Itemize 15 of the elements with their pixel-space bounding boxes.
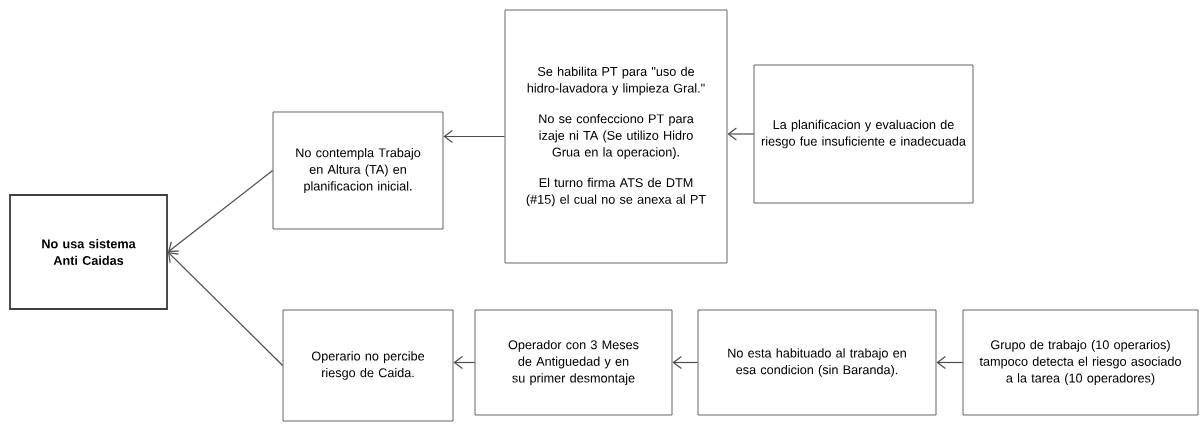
cause-box: Operario no percibe riesgo de Caida. (282, 309, 454, 422)
cause-box: No esta habituado al trabajo en esa condicion (sin Baranda). (697, 309, 937, 416)
arrow (727, 127, 755, 141)
arrow (672, 355, 699, 370)
arrow (453, 355, 476, 370)
cause-box: Se habilita PT para "uso de hidro-lavadora y limpieza Gral." No se confecciono PT para izaje ni TA (Se utilizo Hidro Grua en la operacion). El turno firma ATS de DTM (#15) el cual no se anexa al PT (504, 9, 728, 264)
cause-box: No usa sistema Anti Caidas (9, 194, 168, 310)
arrow (167, 252, 284, 367)
arrow (167, 169, 274, 252)
cause-box: La planificacion y evaluacion de riesgo fue insuficiente e inadecuada (753, 64, 974, 204)
cause-box: Grupo de trabajo (10 operarios) tampoco detecta el riesgo asociado a la tarea (10 operadores) (962, 309, 1199, 416)
cause-box: No contempla Trabajo en Altura (TA) en planificacion inicial. (272, 111, 444, 230)
arrow (443, 129, 506, 144)
arrow (936, 355, 964, 370)
cause-box: Operador con 3 Meses de Antiguedad y en su primer desmontaje (474, 309, 673, 416)
